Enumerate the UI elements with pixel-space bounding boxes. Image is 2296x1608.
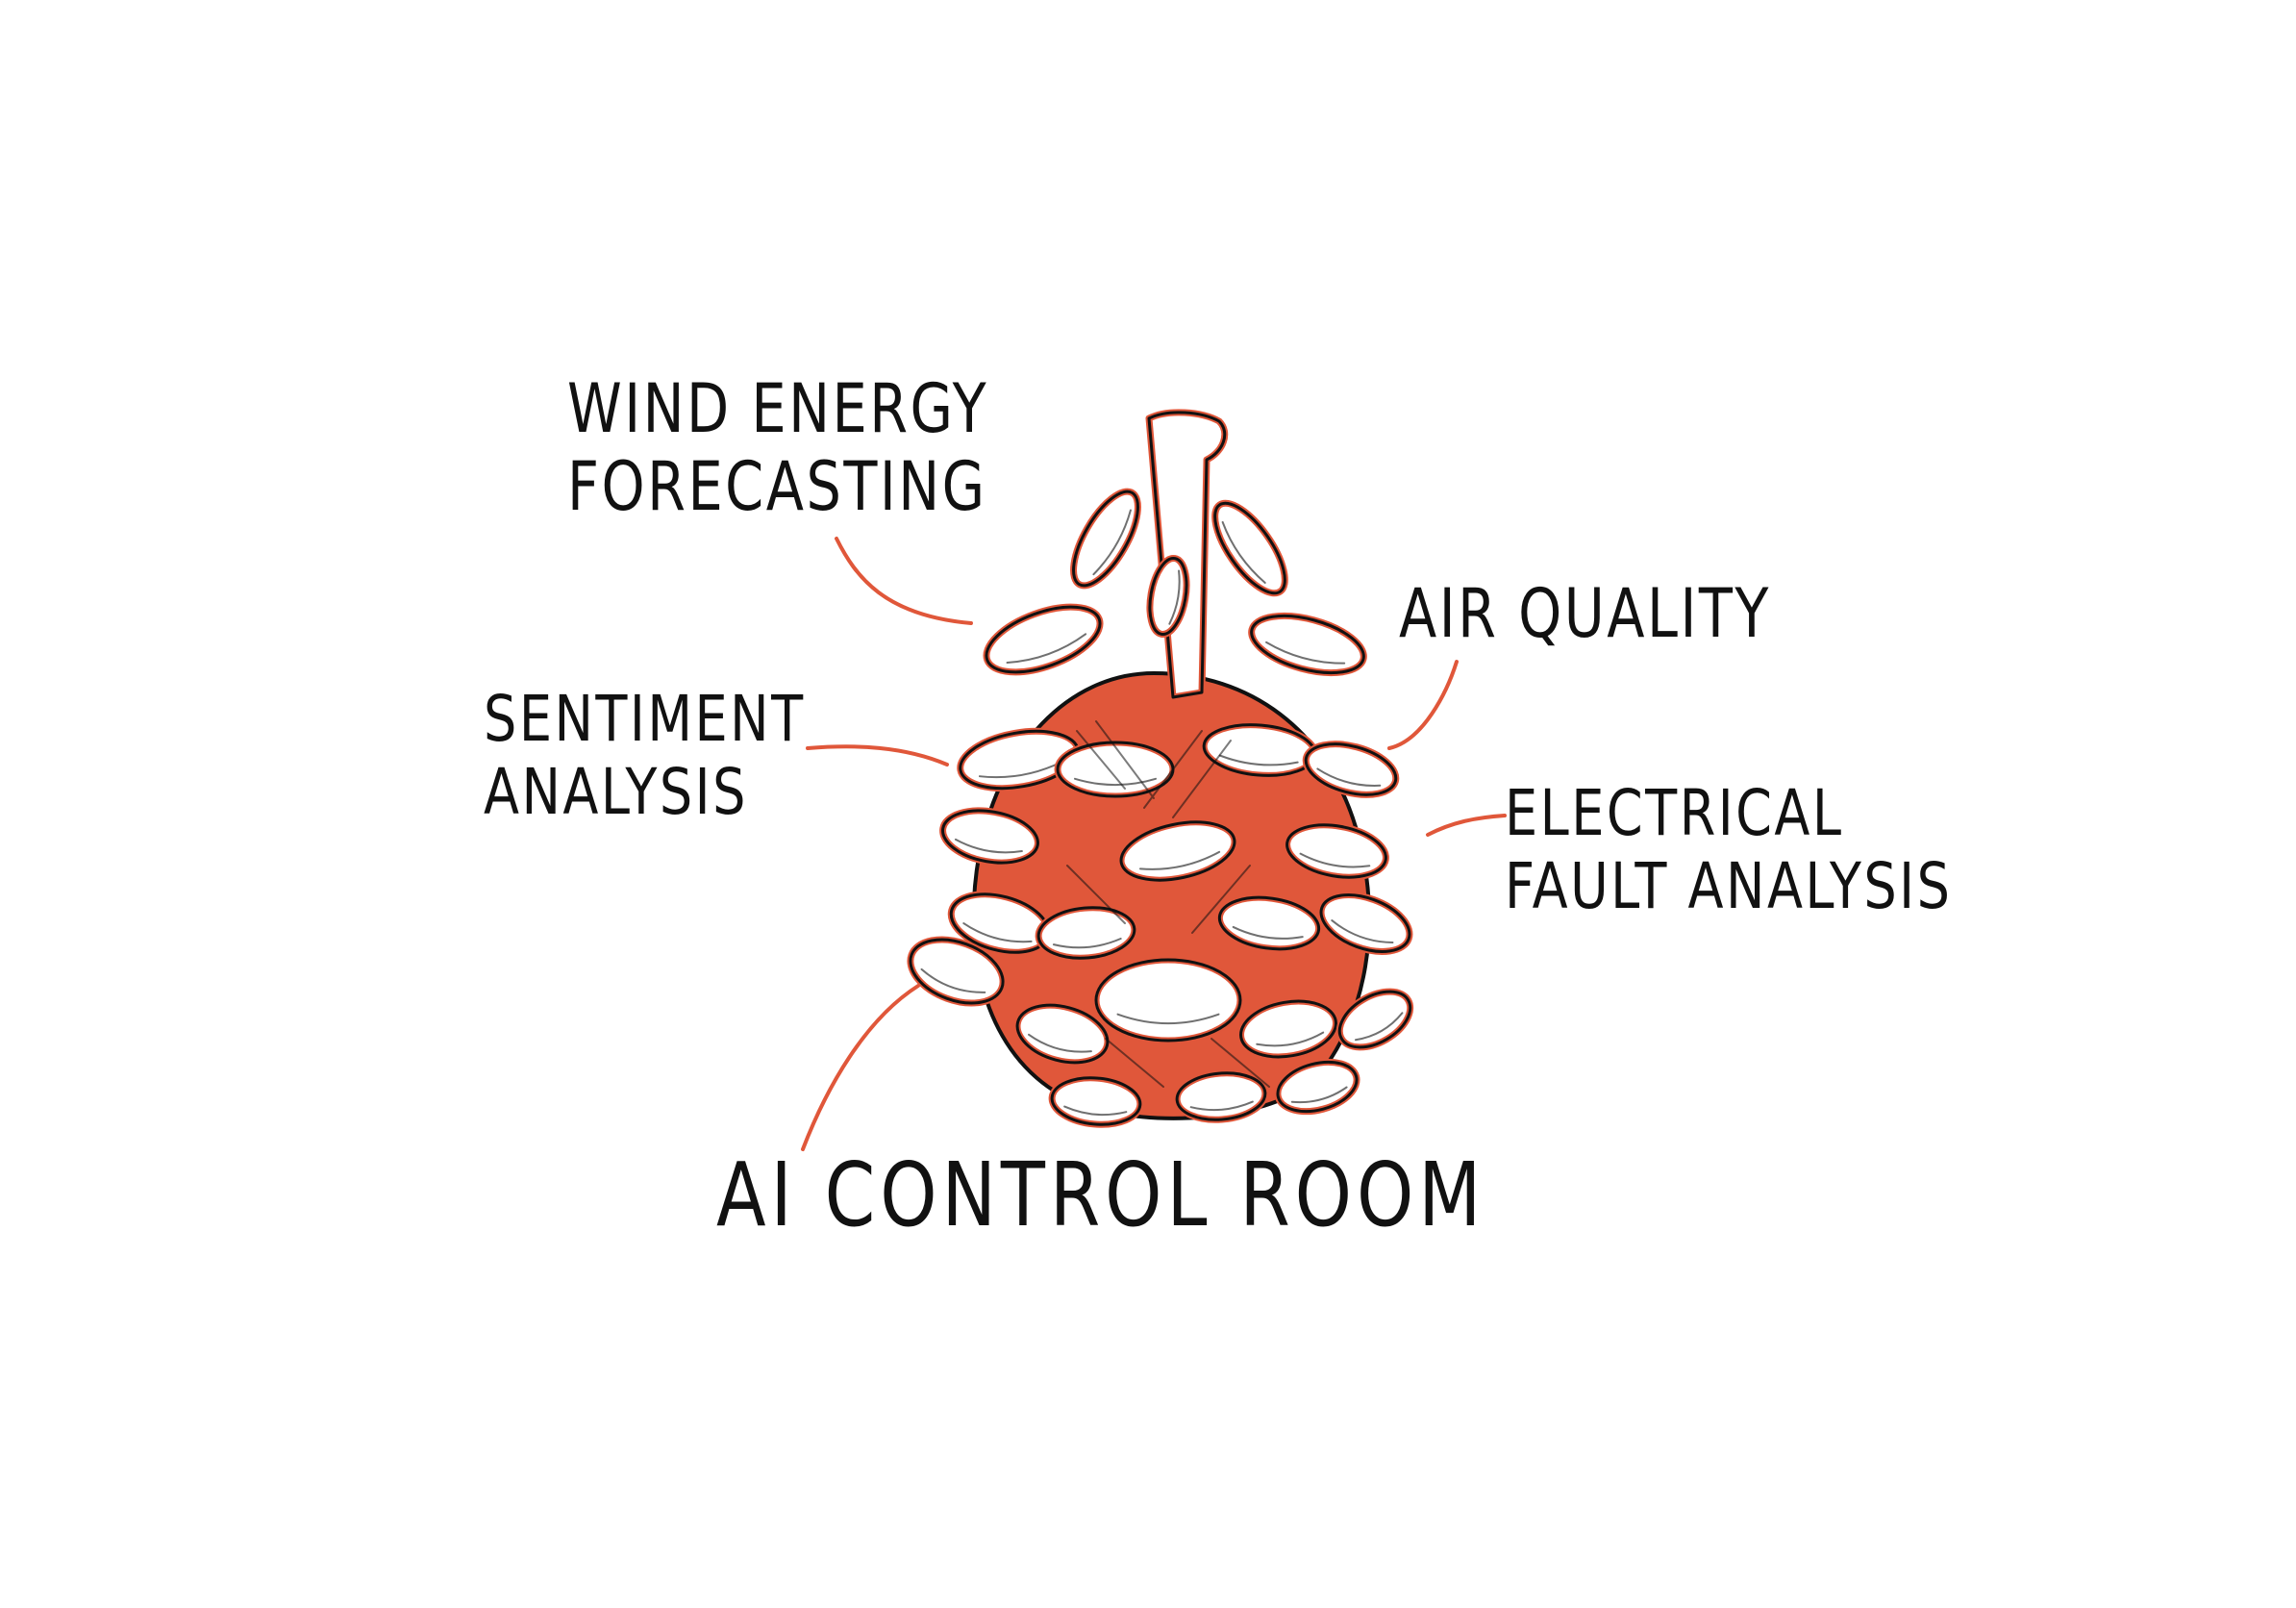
label-air-quality: Air Quality	[1399, 575, 1771, 653]
label-electrical-line-2: Fault Analysis	[1505, 848, 1953, 923]
cone-scale-15	[1237, 997, 1339, 1061]
connector-electrical	[1426, 814, 1507, 837]
pine-cone-stem-outline	[1147, 411, 1227, 699]
label-electrical-fault-analysis: Electrical Fault Analysis	[1505, 777, 1952, 923]
cone-scale-14	[1013, 1001, 1111, 1067]
cone-top-scale-3	[983, 603, 1104, 676]
cone-top-scale-4	[1248, 612, 1367, 677]
label-air-line-1: Air Quality	[1399, 574, 1771, 653]
connector-ai-control-room	[801, 984, 920, 1151]
pine-cone-illustration	[907, 409, 1414, 1128]
cone-top-scale-1	[1070, 488, 1141, 590]
label-sentiment-analysis: Sentiment Analysis	[484, 683, 806, 829]
cone-scale-6	[1117, 818, 1238, 884]
label-electrical-line-1: Electrical	[1505, 776, 1844, 850]
label-wind-line-2: Forecasting	[567, 446, 987, 526]
connector-wind-energy	[835, 537, 973, 625]
label-sentiment-line-1: Sentiment	[484, 682, 806, 756]
label-ai-control-room: AI Control Room	[716, 1144, 1485, 1246]
label-ai-line-1: AI Control Room	[716, 1143, 1486, 1246]
label-sentiment-line-2: Analysis	[484, 754, 748, 829]
cone-scale-16	[1335, 988, 1414, 1051]
label-wind-line-1: Wind energy	[567, 369, 989, 448]
cone-top-scale-5	[1146, 554, 1190, 639]
cone-scale-5	[939, 807, 1041, 867]
cone-scale-18	[1173, 1069, 1269, 1123]
cone-scale-17	[1048, 1074, 1144, 1128]
cone-scale-10	[1215, 893, 1323, 953]
connector-sentiment	[806, 744, 949, 766]
cone-top-scale-2	[1211, 499, 1288, 597]
cone-scale-9	[1035, 904, 1138, 962]
cone-scale-12	[907, 936, 1007, 1007]
cone-scale-4	[1302, 741, 1400, 798]
cone-scale-13	[1092, 956, 1244, 1044]
label-wind-energy-forecasting: Wind energy Forecasting	[567, 370, 988, 525]
cone-scale-19	[1274, 1058, 1360, 1116]
connector-air-quality	[1387, 660, 1459, 750]
cone-scale-7	[1284, 821, 1389, 881]
pine-cone-hatching	[1066, 720, 1270, 1088]
cone-scale-11	[1317, 892, 1413, 955]
cone-scale-3	[1200, 721, 1319, 779]
cone-scale-2	[1054, 739, 1177, 800]
